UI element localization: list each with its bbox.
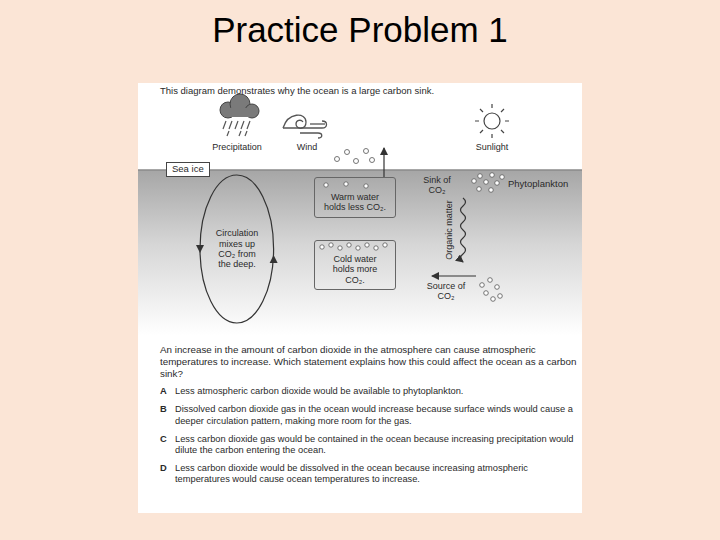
- process-label: Organic matter: [444, 200, 454, 260]
- icon-label: Wind: [297, 142, 318, 152]
- question-text: An increase in the amount of carbon diox…: [160, 344, 578, 379]
- escape-arrow: [383, 148, 384, 177]
- intro-text: This diagram demonstrates why the ocean …: [160, 86, 580, 97]
- wind-line: [310, 123, 325, 124]
- box-label: Cold water holds more CO₂.: [322, 254, 388, 285]
- answer-option: DLess carbon dioxide would be dissolved …: [160, 463, 578, 485]
- circulation-loop: Circulation mixes up CO₂ from the deep.: [199, 174, 275, 324]
- bubble: [472, 179, 477, 184]
- cloud-base: [224, 108, 254, 117]
- bubble: [324, 183, 328, 187]
- bubble: [495, 181, 500, 186]
- bubble: [364, 184, 368, 188]
- wind-line: [283, 121, 327, 128]
- bubble: [345, 150, 350, 155]
- box-label: Warm water holds less CO₂.: [322, 192, 388, 213]
- wind-symbol: [283, 115, 327, 138]
- bubble: [478, 174, 483, 179]
- bubble: [484, 291, 489, 296]
- bubble: [500, 175, 505, 180]
- process-label: Sink of CO₂: [415, 175, 459, 196]
- option-letter: C: [160, 434, 175, 456]
- warm-water-box: Warm water holds less CO₂.: [314, 177, 396, 218]
- process-label: Source of CO₂: [424, 281, 468, 302]
- bubble: [354, 159, 359, 164]
- bubble: [347, 243, 351, 247]
- bubble: [370, 158, 375, 163]
- sinking-arrow: [461, 198, 466, 262]
- rain-cloud: [220, 94, 259, 136]
- option-letter: B: [160, 404, 175, 426]
- bubble: [484, 180, 489, 185]
- loop-arrowhead: [270, 255, 278, 263]
- image-panel: [138, 83, 582, 513]
- bubble: [498, 294, 503, 299]
- loop-ellipse: [200, 175, 274, 323]
- sea-ice-box: Sea ice: [166, 162, 210, 177]
- cold-water-box: Cold water holds more CO₂.: [314, 240, 396, 290]
- option-letter: A: [160, 386, 175, 397]
- wind-line: [300, 133, 322, 138]
- icon-label: Precipitation: [212, 142, 262, 152]
- wind-swirl: [283, 115, 306, 128]
- option-letter: D: [160, 463, 175, 485]
- sun-disc: [484, 113, 500, 129]
- bubble: [488, 278, 493, 283]
- bubble: [477, 187, 482, 192]
- rain: [223, 121, 250, 136]
- organism-label: Phytoplankton: [508, 179, 568, 190]
- sun-symbol: [475, 104, 509, 138]
- bubbles: [320, 149, 505, 302]
- bubble: [491, 297, 496, 302]
- bubble: [338, 246, 342, 250]
- ocean: [138, 170, 582, 335]
- bubble: [365, 243, 369, 247]
- box-text: Sea ice: [172, 164, 204, 175]
- bubble: [495, 285, 500, 290]
- bubble: [490, 173, 495, 178]
- option-text: Dissolved carbon dioxide gas in the ocea…: [175, 404, 578, 426]
- bubble: [344, 182, 348, 186]
- box-text: Cold water holds more CO₂.: [322, 254, 388, 285]
- option-text: Less carbon dioxide gas would be contain…: [175, 434, 578, 456]
- sun-rays: [475, 104, 509, 138]
- box-text: Warm water holds less CO₂.: [322, 192, 388, 213]
- answer-option: ALess atmospheric carbon dioxide would b…: [160, 386, 578, 397]
- answer-option: BDissolved carbon dioxide gas in the oce…: [160, 404, 578, 426]
- bubble: [320, 245, 324, 249]
- bubble: [335, 157, 340, 162]
- slide-title: Practice Problem 1: [0, 10, 720, 50]
- bubble: [329, 243, 333, 247]
- loop-arrowhead: [196, 245, 204, 253]
- option-text: Less atmospheric carbon dioxide would be…: [175, 386, 578, 397]
- bubble: [374, 246, 378, 250]
- option-text: Less carbon dioxide would be dissolved i…: [175, 463, 578, 485]
- icon-label: Sunlight: [476, 142, 509, 152]
- bubble: [356, 246, 360, 250]
- bubble: [364, 149, 369, 154]
- release-arrow: [432, 275, 476, 276]
- loop-label: Circulation mixes up CO₂ from the deep.: [211, 228, 263, 269]
- loop-text: Circulation mixes up CO₂ from the deep.: [211, 228, 263, 269]
- bubble: [383, 243, 387, 247]
- question-block: An increase in the amount of carbon diox…: [160, 344, 578, 485]
- answer-option: CLess carbon dioxide gas would be contai…: [160, 434, 578, 456]
- box-label: Sea ice: [172, 164, 204, 175]
- bubble: [480, 283, 485, 288]
- bubble: [489, 188, 494, 193]
